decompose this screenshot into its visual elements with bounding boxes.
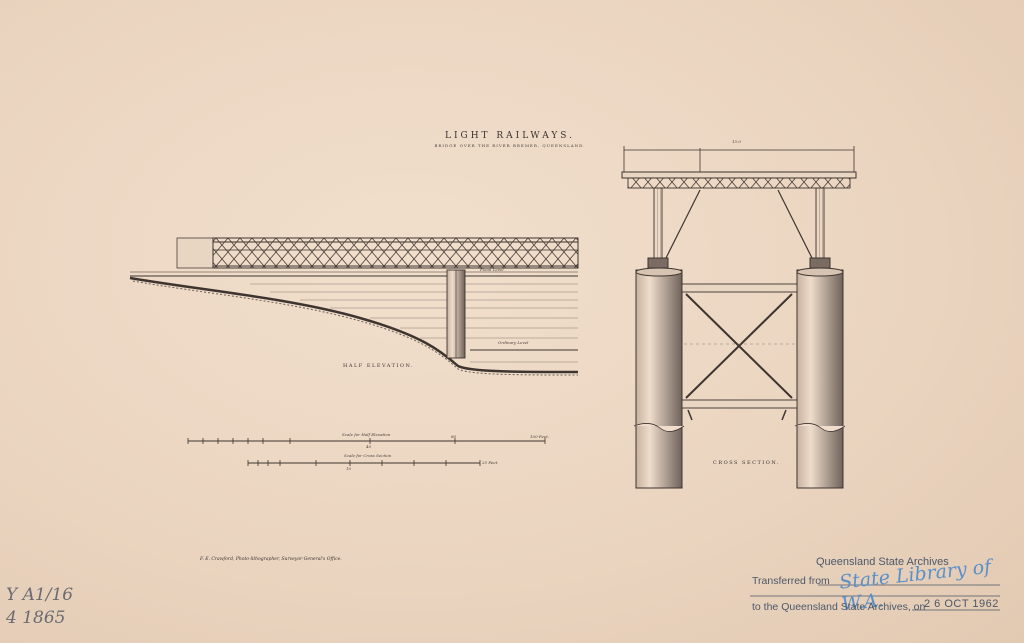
half-elevation-scale-mid: 40 xyxy=(366,444,372,449)
water-lines xyxy=(250,283,578,363)
pencil-note-line-2: 4 1865 xyxy=(6,608,66,628)
flood-level-label: Flood Level xyxy=(480,267,504,272)
cross-section-scale-end: 25 Feet. xyxy=(482,460,499,465)
half-elevation-scale-mark: 80 xyxy=(451,434,457,439)
cross-section-scale-mid: 10 xyxy=(346,466,352,471)
transfer-date: 2 6 OCT 1962 xyxy=(924,598,999,610)
stamp-lines xyxy=(750,584,1000,611)
pencil-note-line-1: Y A1/16 xyxy=(6,585,74,605)
half-elevation-scale-end: 100 Feet. xyxy=(530,434,550,439)
transferred-from-label: Transferred from xyxy=(752,575,830,587)
ordinary-level-label: Ordinary Level xyxy=(498,340,529,345)
to-archives-label: to the Queensland State Archives, on xyxy=(752,601,926,613)
drawing-title: LIGHT RAILWAYS. xyxy=(444,131,576,141)
cross-section-drawing xyxy=(621,146,857,489)
drawing-subtitle: BRIDGE OVER THE RIVER BREMER, QUEENSLAND… xyxy=(434,143,586,148)
deck-dimension: 15.0 xyxy=(732,139,741,144)
half-elevation-scale-caption: Scale for Half Elevation xyxy=(342,432,391,437)
half-elevation-heading: HALF ELEVATION. xyxy=(343,363,415,369)
half-elevation-girder xyxy=(130,237,579,277)
archive-stamp-heading: Queensland State Archives xyxy=(816,556,949,568)
elevation-pier xyxy=(446,269,466,359)
lithographer-credit: F. E. Crawford, Photo-lithographer, Surv… xyxy=(200,557,342,562)
cross-section-heading: CROSS SECTION. xyxy=(713,460,780,466)
river-bank xyxy=(129,276,579,374)
cross-section-scale-caption: Scale for Cross Section xyxy=(344,453,392,458)
scale-bars xyxy=(187,438,546,466)
